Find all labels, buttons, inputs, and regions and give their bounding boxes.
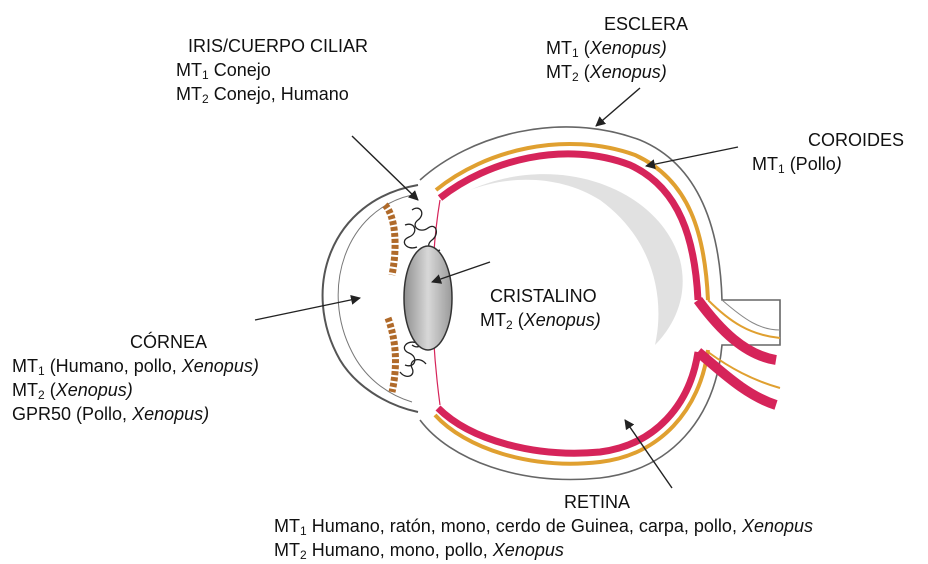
label-coroides: COROIDES MT1 (Pollo) (752, 128, 904, 176)
label-cornea: CÓRNEA MT1 (Humano, pollo, Xenopus) MT2 … (12, 330, 259, 426)
label-esclera-line2: MT2 (Xenopus) (546, 60, 688, 84)
label-cornea-line3: GPR50 (Pollo, Xenopus) (12, 402, 259, 426)
label-retina-title: RETINA (274, 490, 813, 514)
arrow-iris (352, 136, 418, 200)
label-cornea-title: CÓRNEA (12, 330, 259, 354)
label-cornea-line1: MT1 (Humano, pollo, Xenopus) (12, 354, 259, 378)
label-cristalino-title: CRISTALINO (480, 284, 601, 308)
label-iris-line1: MT1 Conejo (176, 58, 368, 82)
label-cornea-line2: MT2 (Xenopus) (12, 378, 259, 402)
arrow-esclera (596, 88, 640, 126)
label-esclera: ESCLERA MT1 (Xenopus) MT2 (Xenopus) (546, 12, 688, 84)
arrow-cornea (255, 298, 360, 320)
label-iris-line2: MT2 Conejo, Humano (176, 82, 368, 106)
label-retina-line2: MT2 Humano, mono, pollo, Xenopus (274, 538, 813, 562)
iris-shape (385, 205, 395, 392)
label-esclera-line1: MT1 (Xenopus) (546, 36, 688, 60)
label-cristalino: CRISTALINO MT2 (Xenopus) (480, 284, 601, 332)
lens-shape (404, 246, 452, 350)
label-esclera-title: ESCLERA (546, 12, 688, 36)
label-coroides-title: COROIDES (752, 128, 904, 152)
label-retina: RETINA MT1 Humano, ratón, mono, cerdo de… (274, 490, 813, 562)
label-iris-title: IRIS/CUERPO CILIAR (176, 34, 368, 58)
label-retina-line1: MT1 Humano, ratón, mono, cerdo de Guinea… (274, 514, 813, 538)
label-iris: IRIS/CUERPO CILIAR MT1 Conejo MT2 Conejo… (176, 34, 368, 106)
label-cristalino-line1: MT2 (Xenopus) (480, 308, 601, 332)
label-coroides-line1: MT1 (Pollo) (752, 152, 904, 176)
